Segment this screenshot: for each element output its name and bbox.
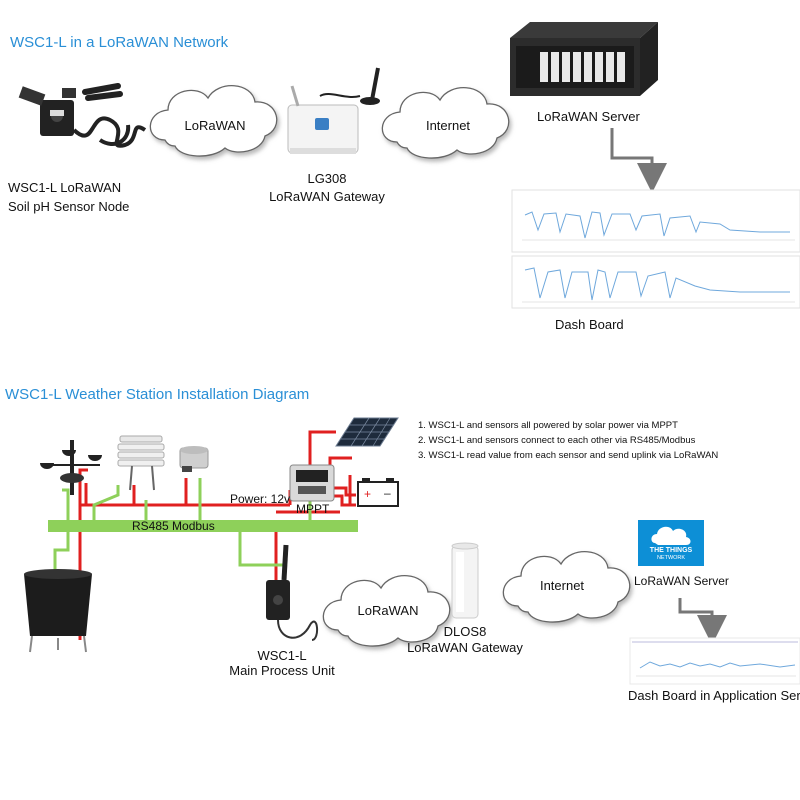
wsc1-l-main-unit-image	[266, 544, 318, 641]
server-label-bottom: LoRaWAN Server	[634, 574, 729, 588]
note-2: 2. WSC1-L and sensors connect to each ot…	[418, 435, 696, 446]
mppt-controller-image	[289, 464, 335, 502]
sensor-node-label-line2: Soil pH Sensor Node	[8, 199, 130, 214]
solar-panel-image	[335, 417, 399, 447]
rain-gauge-image	[24, 569, 92, 653]
svg-text:–: –	[384, 486, 391, 500]
rs485-bus-label: RS485 Modbus	[132, 519, 215, 533]
lorawan-cloud-bottom	[322, 575, 451, 647]
svg-text:+: +	[364, 487, 371, 501]
dlos8-gateway-image	[451, 542, 479, 619]
ttn-logo-text-line1: THE THINGS	[649, 547, 693, 554]
lorawan-cloud-label-bottom: LoRaWAN	[357, 603, 419, 618]
soil-ph-sensor-node-image	[18, 83, 147, 148]
main-unit-label-line2: Main Process Unit	[229, 663, 335, 678]
dashboard-chart-image-top	[511, 189, 800, 309]
bottom-section-title: WSC1-L Weather Station Installation Diag…	[5, 386, 310, 403]
dlos8-label-line1: DLOS8	[443, 624, 487, 639]
internet-cloud-label-bottom: Internet	[539, 578, 585, 593]
mppt-label: MPPT	[296, 502, 330, 516]
server-to-dashboard-arrow-bottom	[678, 598, 727, 645]
installation-notes: 1. WSC1-L and sensors all powered by sol…	[418, 418, 718, 463]
dashboard-label-bottom: Dash Board in Application Server	[628, 688, 800, 703]
sensor-node-label-line1: WSC1-L LoRaWAN	[8, 180, 122, 195]
lorawan-cloud-top	[149, 85, 278, 157]
internet-cloud-label-top: Internet	[425, 118, 471, 133]
power-label: Power: 12v	[230, 492, 291, 506]
internet-cloud-top	[381, 87, 510, 159]
battery-image: + –	[357, 478, 399, 507]
rs485-bus-bar	[48, 520, 358, 532]
note-3: 3. WSC1-L read value from each sensor an…	[418, 450, 719, 461]
lorawan-cloud-label-top: LoRaWAN	[184, 118, 246, 133]
dashboard-label-top: Dash Board	[555, 317, 624, 332]
note-1: 1. WSC1-L and sensors all powered by sol…	[418, 420, 678, 431]
ttn-logo-text-line2: NETWORK	[656, 555, 686, 561]
anemometer-image	[40, 440, 102, 495]
gateway-label-line2: LoRaWAN Gateway	[269, 189, 385, 204]
main-unit-label-line1: WSC1-L	[257, 648, 307, 663]
top-section-title: WSC1-L in a LoRaWAN Network	[10, 34, 229, 51]
server-to-dashboard-arrow	[610, 128, 667, 193]
the-things-network-logo	[638, 520, 704, 566]
gateway-label-line1: LG308	[307, 171, 347, 186]
temperature-humidity-shield-image	[117, 435, 165, 491]
server-label-top: LoRaWAN Server	[537, 109, 640, 124]
lorawan-server-image	[510, 22, 658, 96]
lg308-gateway-image	[287, 67, 380, 154]
dashboard-chart-image-bottom	[629, 637, 800, 685]
dlos8-label-line2: LoRaWAN Gateway	[407, 640, 523, 655]
light-sensor-image	[179, 446, 209, 472]
internet-cloud-bottom	[502, 551, 631, 623]
bus-wires	[53, 478, 312, 570]
